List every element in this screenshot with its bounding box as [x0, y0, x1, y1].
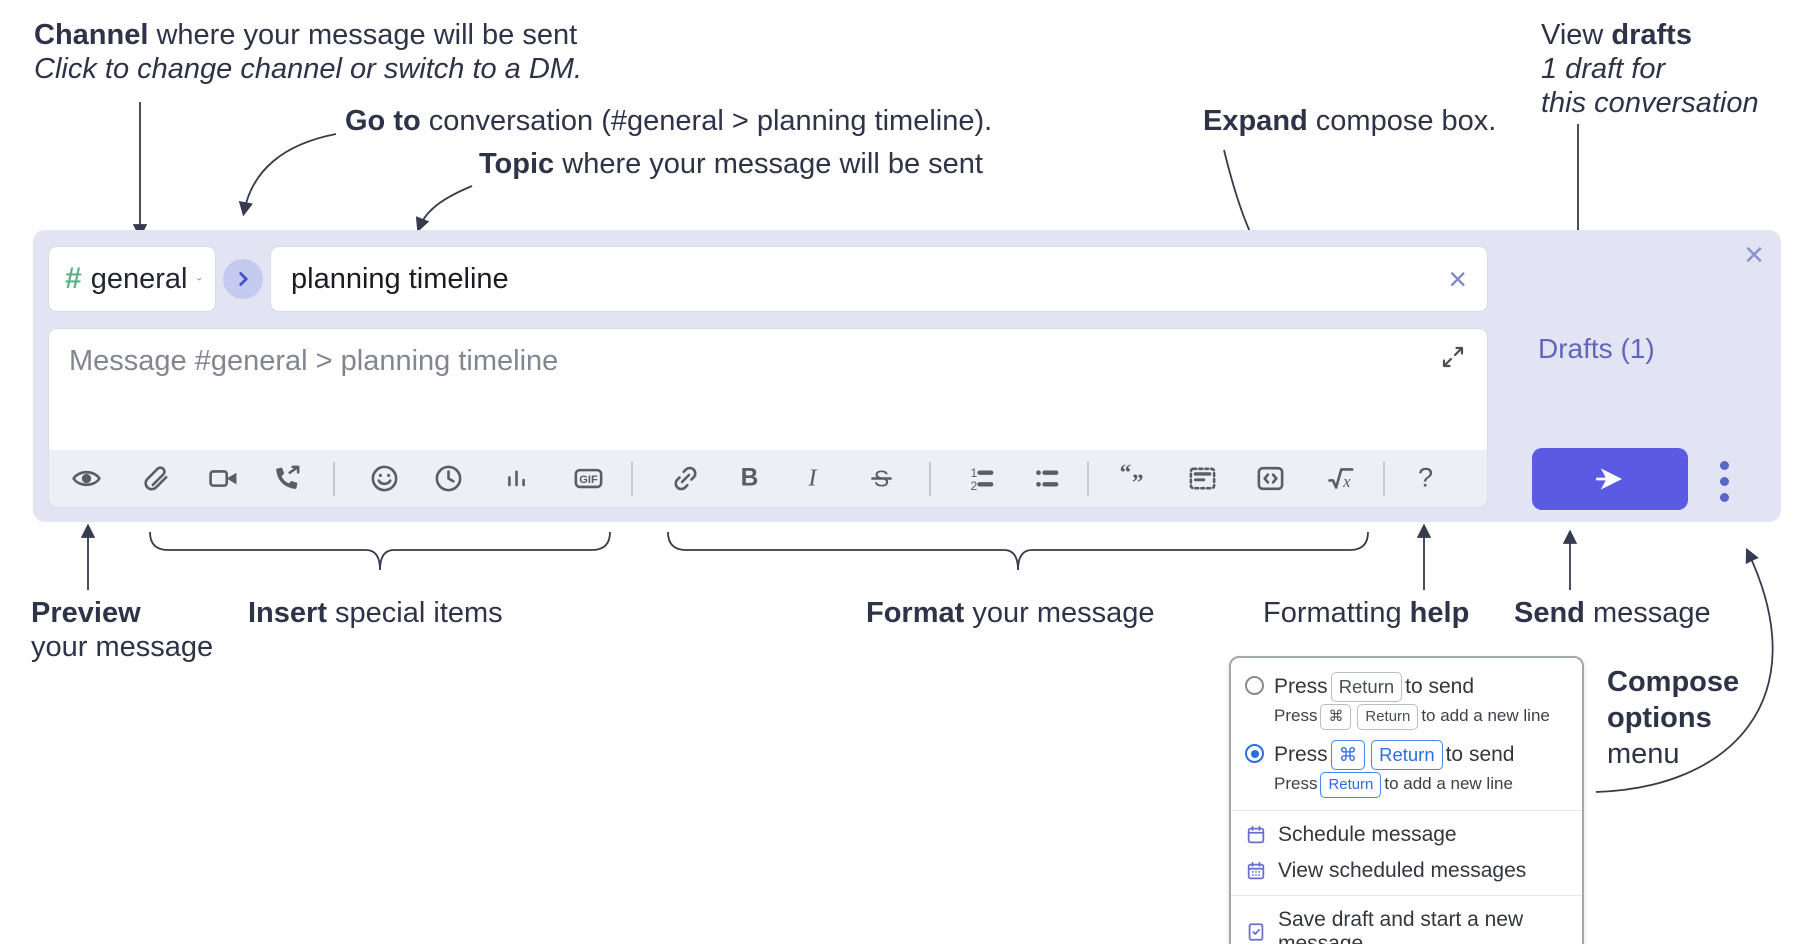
svg-text:GIF: GIF [579, 474, 598, 486]
close-compose-icon[interactable]: × [1744, 236, 1764, 274]
goto-note: Go to conversation (#general > planning … [345, 105, 993, 137]
format-note: Format your message [866, 597, 1155, 629]
send-button[interactable] [1532, 448, 1688, 510]
attach-file-icon[interactable] [137, 461, 173, 497]
channel-note: Channel where your message will be sent … [34, 19, 583, 85]
svg-text:”: ” [1131, 470, 1143, 494]
menu-divider [1231, 895, 1582, 896]
svg-text:?: ? [1417, 463, 1432, 492]
strikethrough-icon[interactable]: S [863, 461, 899, 497]
channel-selector[interactable]: # general [48, 246, 216, 312]
topic-value: planning timeline [291, 262, 509, 295]
channel-hash-icon: # [65, 262, 82, 295]
compose-box: × # general planning timeline × Drafts (… [33, 230, 1781, 522]
message-input[interactable]: Message #general > planning timeline [48, 328, 1488, 450]
channel-name: general [90, 262, 188, 295]
save-draft-icon [1248, 923, 1264, 941]
italic-icon[interactable]: I [794, 461, 830, 497]
key-cmd: ⌘ [1320, 704, 1352, 730]
bulleted-list-icon[interactable] [1028, 461, 1064, 497]
send-icon [1595, 468, 1623, 490]
toolbar-divider [1087, 461, 1089, 496]
schedule-message-item[interactable]: Schedule message [1231, 817, 1582, 853]
drafts-link[interactable]: Drafts (1) [1538, 333, 1655, 364]
help-icon[interactable]: ? [1407, 461, 1443, 497]
svg-text:2: 2 [970, 479, 977, 493]
math-icon[interactable]: x [1322, 461, 1358, 497]
format-brace [667, 531, 1369, 571]
chevron-right-icon [239, 272, 248, 286]
svg-text:1: 1 [970, 466, 977, 480]
topic-note: Topic where your message will be sent [479, 148, 983, 180]
svg-text:I: I [807, 465, 818, 492]
preview-icon[interactable] [68, 461, 104, 497]
send-note: Send message [1514, 597, 1711, 629]
start-video-call-icon[interactable] [205, 461, 241, 497]
key-return: Return [1357, 704, 1419, 730]
toolbar-divider [929, 461, 931, 496]
toolbar-divider [1383, 461, 1385, 496]
link-icon[interactable] [667, 461, 703, 497]
insert-brace [149, 531, 611, 571]
compose-options-note: Compose options menu [1607, 666, 1740, 770]
bold-icon[interactable]: B [731, 461, 767, 497]
start-voice-call-icon[interactable] [268, 461, 304, 497]
key-return: Return [1371, 740, 1443, 770]
expand-compose-icon[interactable] [1441, 345, 1465, 369]
code-icon[interactable] [1252, 461, 1288, 497]
key-cmd: ⌘ [1330, 740, 1366, 770]
view-scheduled-messages-item[interactable]: View scheduled messages [1231, 853, 1582, 889]
key-return: Return [1320, 772, 1382, 798]
topic-arrow [415, 185, 473, 233]
view-drafts-note: View drafts 1 draft for this conversatio… [1541, 19, 1759, 119]
chevron-down-icon [197, 277, 202, 281]
message-placeholder: Message #general > planning timeline [69, 345, 559, 377]
toolbar-divider [333, 461, 335, 496]
svg-text:“: “ [1119, 463, 1131, 486]
spoiler-icon[interactable] [1184, 461, 1220, 497]
radio-unselected-icon[interactable] [1245, 676, 1264, 695]
topic-input[interactable]: planning timeline × [270, 246, 1488, 312]
calendar-dots-icon [1247, 861, 1265, 880]
go-to-conversation-button[interactable] [223, 259, 263, 299]
svg-text:x: x [1342, 472, 1351, 491]
add-global-time-icon[interactable] [430, 461, 466, 497]
save-draft-item[interactable]: Save draft and start a new message [1231, 902, 1582, 944]
clear-topic-icon[interactable]: × [1448, 261, 1467, 297]
svg-text:B: B [740, 465, 758, 492]
add-gif-icon[interactable]: GIF [570, 461, 606, 497]
goto-arrow [238, 133, 337, 217]
radio-selected-icon[interactable] [1245, 744, 1264, 763]
calendar-icon [1247, 825, 1265, 844]
quote-icon[interactable]: “” [1114, 461, 1150, 497]
menu-divider [1231, 810, 1582, 811]
expand-note: Expand compose box. [1203, 105, 1497, 137]
key-return: Return [1330, 672, 1403, 702]
toolbar-divider [631, 461, 633, 496]
preview-note: Preview your message [31, 597, 214, 663]
insert-note: Insert special items [248, 597, 503, 629]
add-poll-icon[interactable] [498, 461, 534, 497]
add-emoji-icon[interactable] [366, 461, 402, 497]
compose-options-kebab-icon[interactable] [1709, 456, 1739, 506]
formatting-help-note: Formatting help [1263, 597, 1470, 629]
